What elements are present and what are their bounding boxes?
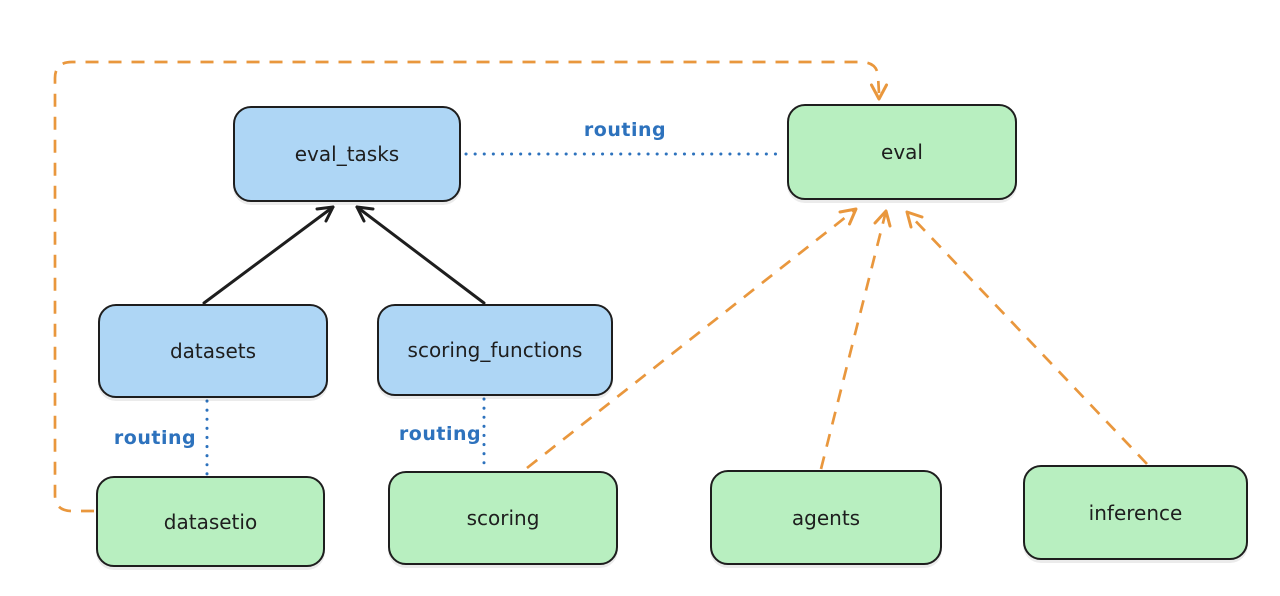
node-eval-tasks-label: eval_tasks bbox=[294, 142, 400, 166]
node-agents: agents bbox=[710, 470, 942, 565]
node-inference-label: inference bbox=[1088, 500, 1183, 525]
node-scoring-label: scoring bbox=[466, 506, 540, 530]
routing-label-text: routing bbox=[583, 119, 667, 141]
routing-label-scoring-functions-scoring: routing bbox=[395, 418, 485, 450]
edge-inference-to-eval bbox=[906, 211, 1148, 465]
routing-label-text: routing bbox=[113, 427, 197, 449]
routing-label-datasets-datasetio: routing bbox=[110, 422, 200, 454]
arrowhead-inference-to-eval bbox=[905, 210, 924, 229]
node-scoring-functions-label: scoring_functions bbox=[407, 338, 583, 362]
node-eval: eval bbox=[787, 104, 1017, 200]
node-datasets: datasets bbox=[98, 304, 328, 398]
edge-scoring-functions-to-eval-tasks bbox=[355, 205, 486, 305]
node-datasetio-label: datasetio bbox=[163, 509, 258, 534]
arrowhead-datasets-to-eval-tasks bbox=[315, 205, 335, 223]
arrowhead-datasetio-to-eval bbox=[870, 83, 888, 101]
node-datasetio: datasetio bbox=[96, 476, 325, 567]
node-datasets-label: datasets bbox=[169, 339, 257, 363]
node-eval-tasks: eval_tasks bbox=[233, 106, 461, 202]
node-scoring: scoring bbox=[388, 471, 618, 565]
edge-datasets-to-eval-tasks bbox=[202, 205, 335, 305]
node-inference: inference bbox=[1023, 465, 1248, 560]
arrowhead-scoring-to-eval bbox=[838, 207, 858, 226]
routing-label-text: routing bbox=[398, 423, 482, 445]
node-agents-label: agents bbox=[791, 505, 861, 530]
node-scoring-functions: scoring_functions bbox=[377, 304, 613, 396]
edge-agents-to-eval bbox=[819, 210, 888, 470]
routing-label-eval-tasks-eval: routing bbox=[575, 112, 675, 148]
arrowhead-scoring-functions-to-eval-tasks bbox=[355, 205, 375, 223]
edge-datasetio-to-eval bbox=[53, 60, 881, 513]
arrowhead-agents-to-eval bbox=[873, 209, 892, 228]
node-eval-label: eval bbox=[881, 140, 923, 164]
edge-scoring-to-eval bbox=[526, 207, 857, 470]
